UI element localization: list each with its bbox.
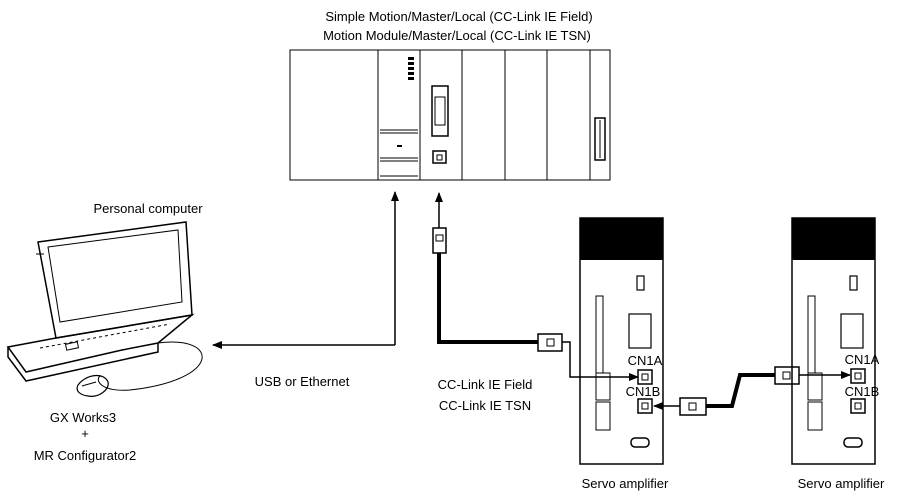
module-title-line2: Motion Module/Master/Local (CC-Link IE T… <box>323 28 591 43</box>
cn1b-port <box>850 398 866 414</box>
network-label-field: CC-Link IE Field <box>438 377 533 392</box>
cn1a-port <box>850 368 866 384</box>
cable-connector-amp1-cn1b <box>679 397 707 416</box>
module-title-line1: Simple Motion/Master/Local (CC-Link IE F… <box>325 9 592 24</box>
amp2-cn1b-label: CN1B <box>845 384 880 399</box>
cn1b-port <box>637 398 653 414</box>
network-label-tsn: CC-Link IE TSN <box>439 398 531 413</box>
amp1-cn1a-label: CN1A <box>628 353 663 368</box>
servo-amplifier-2-label: Servo amplifier <box>798 476 885 491</box>
cn1a-port <box>637 369 653 385</box>
network-cable-main <box>437 253 538 344</box>
servo-amplifier-2 <box>791 217 876 465</box>
module-port-connector <box>431 85 449 137</box>
servo-amplifier-1 <box>579 217 664 465</box>
mouse-icon <box>76 375 109 397</box>
module-ethernet-port <box>432 150 447 164</box>
amp1-cn1b-label: CN1B <box>626 384 661 399</box>
network-cable-to-cn1a <box>562 341 639 381</box>
cpu-led-indicators <box>408 57 414 80</box>
usb-ethernet-label: USB or Ethernet <box>255 374 350 389</box>
laptop-icon <box>6 221 203 391</box>
software-name-gx-works3: GX Works3 <box>50 410 116 425</box>
pc-label: Personal computer <box>93 201 203 216</box>
software-plus-sign: + <box>81 426 89 441</box>
cable-connector-module <box>432 227 447 254</box>
chain-cable-main <box>706 373 775 408</box>
amp2-cn1a-label: CN1A <box>845 352 880 367</box>
plc-rack <box>289 49 611 181</box>
cable-connector-amp1 <box>537 333 563 352</box>
cable-connector-amp2 <box>774 366 800 385</box>
software-name-mr-configurator2: MR Configurator2 <box>34 448 137 463</box>
servo-amplifier-1-label: Servo amplifier <box>582 476 669 491</box>
